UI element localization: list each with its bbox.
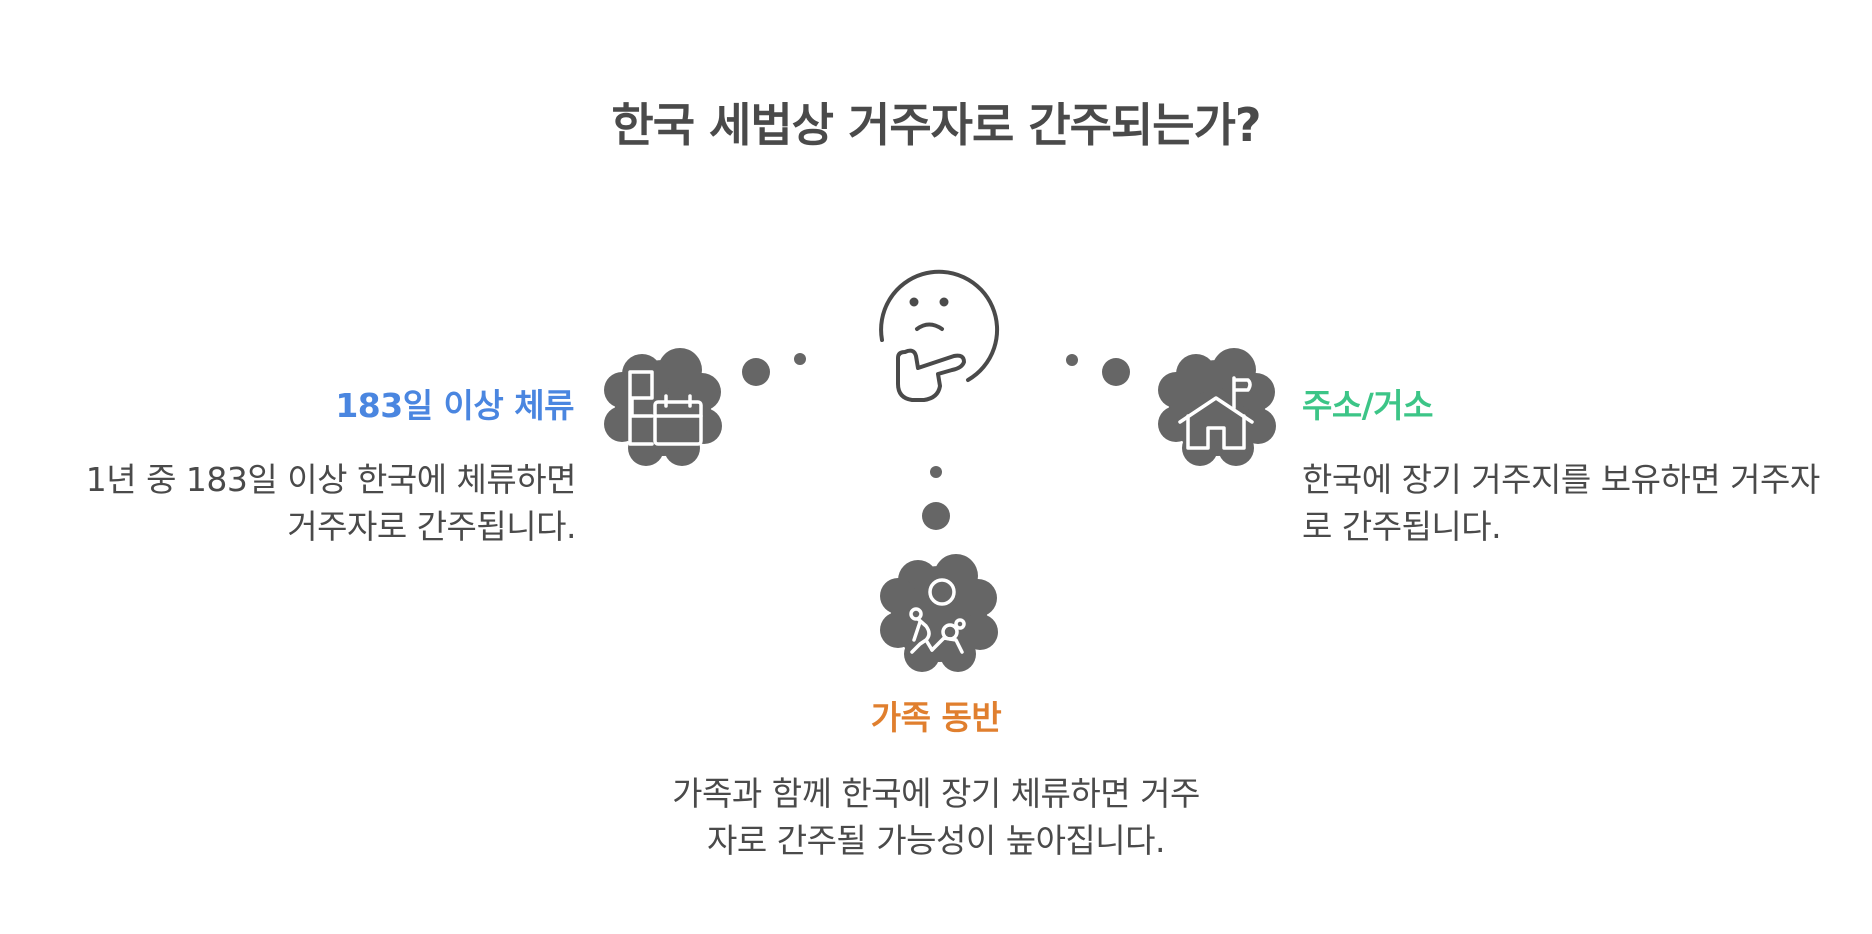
connector-dot xyxy=(930,466,942,478)
connector-dot xyxy=(922,502,950,530)
connector-dot xyxy=(794,353,806,365)
connector-dot xyxy=(1102,358,1130,386)
branch-heading-address: 주소/거소 xyxy=(1302,386,1434,425)
branch-heading-family: 가족 동반 xyxy=(870,698,1002,737)
thinking-face-icon xyxy=(879,269,1000,402)
connector-dot xyxy=(1066,354,1078,366)
family-icon xyxy=(880,554,998,672)
branch-heading-stay: 183일 이상 체류 xyxy=(335,386,574,425)
branch-description-address: 한국에 장기 거주지를 보유하면 거주자로 간주됩니다. xyxy=(1302,460,1820,546)
branch-description-family: 가족과 함께 한국에 장기 체류하면 거주자로 간주될 가능성이 높아집니다. xyxy=(672,774,1200,860)
calendar-schedule-icon xyxy=(604,348,722,466)
house-flag-icon xyxy=(1158,348,1276,466)
diagram-title: 한국 세법상 거주자로 간주되는가? xyxy=(611,98,1261,152)
connector-dot xyxy=(742,358,770,386)
branch-description-stay: 1년 중 183일 이상 한국에 체류하면 거주자로 간주됩니다. xyxy=(85,460,577,546)
